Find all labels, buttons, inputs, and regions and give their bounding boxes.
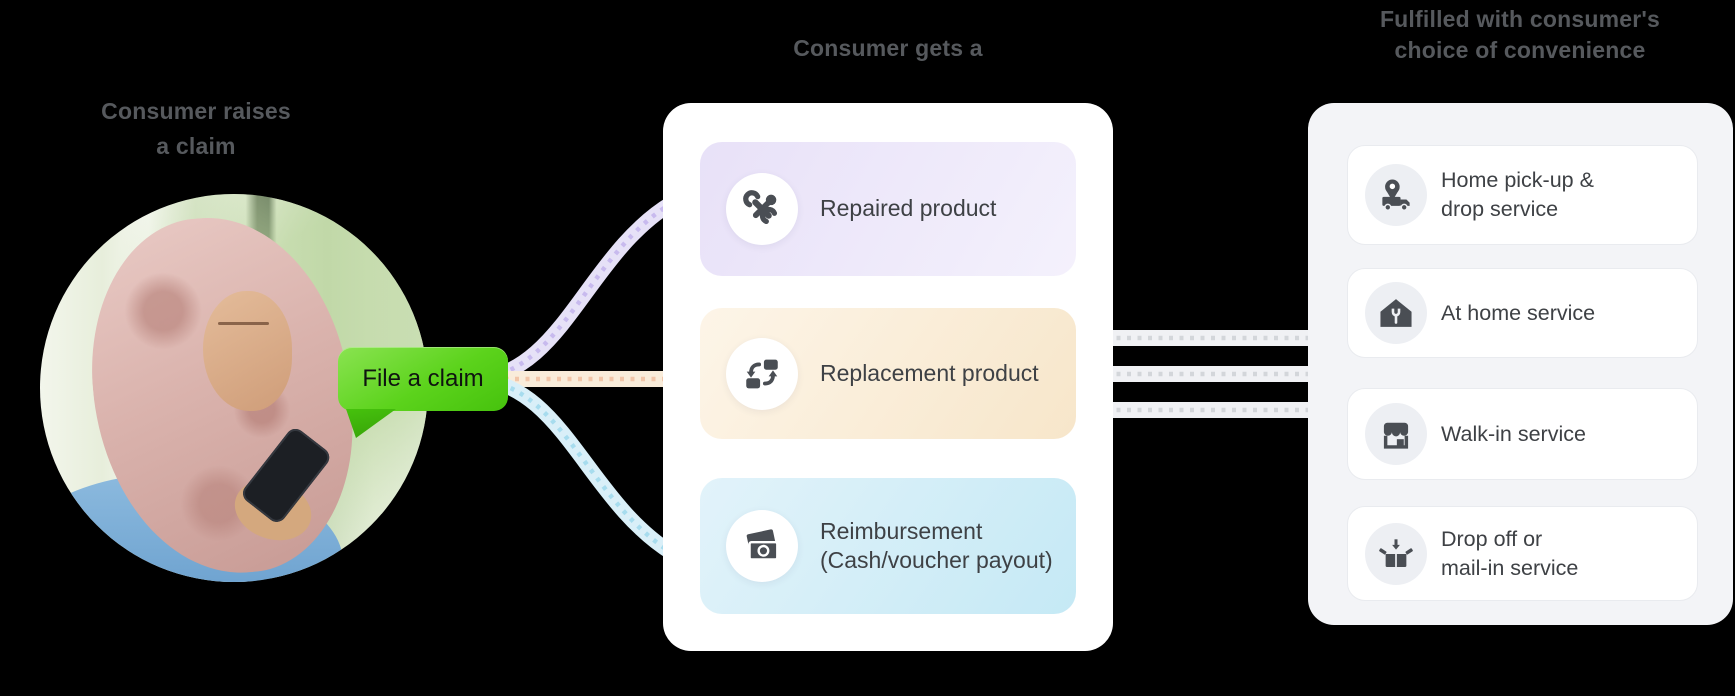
fulfillment-item-walk-in: Walk-in service [1347, 388, 1698, 480]
step-title-line: choice of convenience [1394, 37, 1646, 63]
outcome-label-line: Replacement product [820, 359, 1039, 386]
claim-outcomes-card: Repaired product [663, 103, 1113, 651]
fulfillment-label-line: Home pick-up & [1441, 168, 1594, 192]
fulfillment-label: Drop off or mail-in service [1441, 525, 1578, 583]
step-title-line: Consumer raises [101, 98, 291, 124]
photo-brow [218, 322, 269, 326]
icon-circle [726, 337, 798, 410]
step-title-line: a claim [156, 133, 236, 159]
fulfillment-options-card: Home pick-up & drop service At home serv… [1308, 103, 1733, 625]
fulfillment-label-line: Walk-in service [1441, 421, 1586, 446]
outcome-label: Repaired product [820, 194, 996, 224]
fulfillment-label: At home service [1441, 299, 1595, 328]
fulfillment-label: Home pick-up & drop service [1441, 166, 1594, 224]
file-claim-label: File a claim [362, 365, 484, 392]
outcome-label: Reimbursement (Cash/voucher payout) [820, 517, 1053, 576]
outcome-label-line: (Cash/voucher payout) [820, 547, 1053, 573]
outcome-label-line: Reimbursement [820, 517, 983, 544]
step-title-consumer-gets: Consumer gets a [663, 32, 1113, 64]
cash-payout-icon [746, 529, 779, 561]
fulfillment-item-drop-off: Drop off or mail-in service [1347, 506, 1698, 601]
file-claim-bubble: File a claim [338, 347, 508, 438]
photo-face [202, 291, 293, 412]
icon-circle [726, 173, 798, 245]
icon-circle [1365, 522, 1427, 585]
icon-circle [1365, 282, 1427, 344]
outcome-item-replacement-product: Replacement product [700, 308, 1076, 439]
fulfillment-label-line: drop service [1441, 197, 1559, 221]
dropoff-box-icon [1379, 538, 1413, 567]
step-title-line: Fulfilled with consumer's [1379, 6, 1661, 32]
icon-circle [1365, 164, 1427, 226]
outcome-item-repaired-product: Repaired product [700, 142, 1076, 276]
walk-in-store-icon [1383, 422, 1409, 449]
step-title-line: Consumer gets a [793, 35, 983, 61]
swap-product-icon [746, 359, 778, 388]
icon-circle [1365, 403, 1427, 465]
fulfillment-label: Walk-in service [1441, 420, 1586, 449]
step-title-raise-claim: Consumer raises a claim [66, 94, 326, 164]
icon-circle [726, 510, 798, 582]
home-service-icon [1380, 299, 1412, 327]
fulfillment-item-at-home: At home service [1347, 268, 1698, 358]
fulfillment-label-line: At home service [1441, 300, 1596, 325]
step-title-fulfillment: Fulfilled with consumer's choice of conv… [1300, 4, 1735, 66]
fulfillment-label-line: Drop off or [1441, 526, 1543, 551]
outcome-label-line: Repaired product [820, 195, 997, 222]
outcome-label: Replacement product [820, 359, 1039, 389]
repair-tools-icon [743, 190, 778, 225]
fulfillment-item-home-pickup: Home pick-up & drop service [1347, 145, 1698, 245]
outcome-item-reimbursement: Reimbursement (Cash/voucher payout) [700, 478, 1076, 614]
pickup-truck-icon [1382, 179, 1410, 211]
fulfillment-label-line: mail-in service [1441, 555, 1579, 580]
